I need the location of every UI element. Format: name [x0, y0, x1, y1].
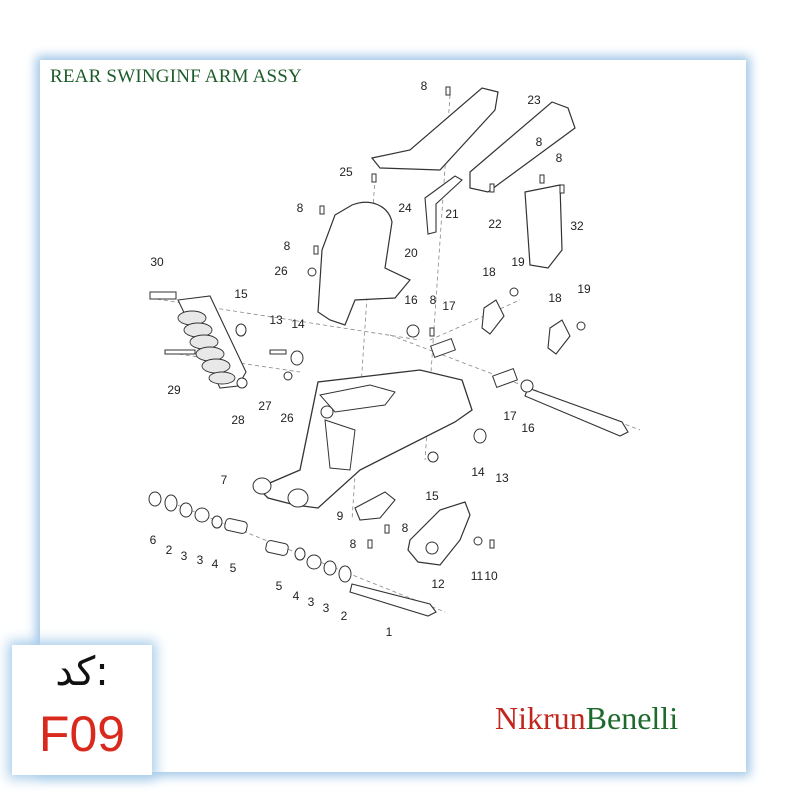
- rear-axle-part: [524, 387, 629, 437]
- part-label: 10: [484, 569, 498, 583]
- code-label: کد:: [55, 649, 109, 695]
- part-label: 3: [181, 549, 188, 563]
- part-label: 26: [274, 264, 288, 278]
- pivot-hardware-left: [148, 491, 248, 534]
- inner-fender-part: [317, 201, 411, 326]
- part-label: 12: [431, 577, 445, 591]
- part-label: 5: [230, 561, 237, 575]
- part-label: 8: [402, 521, 409, 535]
- chain-guard-part: [469, 101, 576, 193]
- part-label: 15: [425, 489, 439, 503]
- small-hardware: [164, 86, 586, 549]
- part-label: 7: [221, 473, 228, 487]
- part-code-box: کد: F09: [12, 645, 152, 775]
- part-label: 11: [471, 569, 484, 583]
- part-label: 18: [482, 265, 496, 279]
- part-label: 19: [577, 282, 591, 296]
- part-label: 8: [556, 151, 563, 165]
- part-label: 23: [527, 93, 541, 107]
- pivot-hardware-right: [265, 540, 352, 583]
- part-label: 2: [341, 609, 348, 623]
- caliper-bracket-hole: [425, 541, 439, 555]
- stay-part: [424, 175, 463, 235]
- part-label: 4: [293, 589, 300, 603]
- part-label: 9: [337, 509, 344, 523]
- part-label: 8: [536, 135, 543, 149]
- mudguard-bracket-part: [370, 87, 499, 171]
- mud-flap-part: [524, 184, 563, 269]
- caliper-bracket-part: [407, 501, 471, 566]
- adjuster-block-lower: [491, 367, 519, 389]
- part-label: 2: [166, 543, 173, 557]
- part-label: 8: [350, 537, 357, 551]
- part-label: 17: [503, 409, 517, 423]
- part-label: 8: [421, 79, 428, 93]
- part-label: 3: [308, 595, 315, 609]
- part-label: 29: [167, 383, 181, 397]
- part-label: 13: [495, 471, 509, 485]
- part-label: 14: [471, 465, 485, 479]
- part-label: 17: [442, 299, 456, 313]
- part-label: 19: [511, 255, 525, 269]
- part-label: 4: [212, 557, 219, 571]
- part-label: 1: [386, 625, 393, 639]
- part-label: 13: [269, 313, 283, 327]
- part-label: 21: [445, 207, 459, 221]
- part-label: 8: [284, 239, 291, 253]
- swingarm-part: [252, 369, 473, 509]
- part-label: 14: [291, 317, 305, 331]
- part-label: 26: [280, 411, 294, 425]
- rear-shock-absorber: [149, 291, 248, 389]
- part-label: 20: [404, 246, 418, 260]
- part-label: 3: [197, 553, 204, 567]
- chain-adjuster-left: [481, 299, 505, 335]
- part-label: 30: [150, 255, 164, 269]
- part-label: 15: [234, 287, 248, 301]
- part-label: 32: [570, 219, 584, 233]
- part-label: 16: [404, 293, 418, 307]
- part-label: 24: [398, 201, 412, 215]
- part-label: 8: [297, 201, 304, 215]
- adjuster-block-upper: [429, 337, 457, 359]
- part-label: 3: [323, 601, 330, 615]
- part-label: 27: [258, 399, 272, 413]
- brand-part1: Nikrun: [495, 700, 586, 736]
- pivot-shaft-part: [349, 583, 437, 617]
- part-label: 8: [430, 293, 437, 307]
- diagram-title: REAR SWINGINF ARM ASSY: [50, 66, 302, 87]
- chain-slider-part: [354, 491, 396, 521]
- brand-logo-text: NikrunBenelli: [495, 700, 678, 737]
- part-label: 22: [488, 217, 502, 231]
- part-label: 5: [276, 579, 283, 593]
- part-label: 25: [339, 165, 353, 179]
- code-value: F09: [38, 706, 126, 762]
- part-label: 16: [521, 421, 535, 435]
- brand-part2: Benelli: [585, 700, 679, 736]
- part-label: 28: [231, 413, 245, 427]
- chain-adjuster-right: [547, 319, 571, 355]
- part-label: 18: [548, 291, 562, 305]
- part-label: 6: [150, 533, 157, 547]
